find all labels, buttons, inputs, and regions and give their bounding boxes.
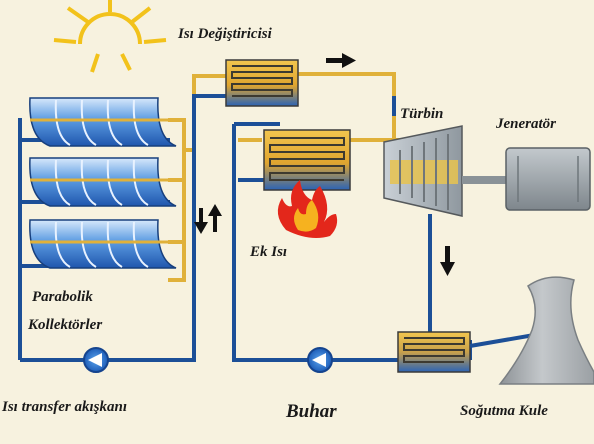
collectors-label-line-1: Parabolik [32,289,93,305]
turbine-shaft [462,176,508,184]
pump-icon-transfer-fluid [83,347,109,373]
flow-arrow-right-icon [326,53,356,68]
sun-icon [53,0,167,73]
collectors-label-line-2: Kollektörler [28,317,103,333]
extra-heat-label: Ek Isı [250,244,288,260]
condenser [397,331,471,373]
turbine-label: Türbin [400,106,444,122]
flow-arrow-down-icon [440,246,455,276]
heat-exchanger-label: Isı Değiştiricisi [178,26,272,42]
flame-icon [277,180,338,238]
cooling-tower [498,276,594,385]
steam-label: Buhar [286,401,337,422]
parabolic-collector-row-1 [29,97,177,147]
extra-heat-exchanger [263,129,351,191]
generator [505,147,591,211]
transfer-fluid-label: Isı transfer akışkanı [2,399,128,415]
parabolic-collector-row-3 [29,219,177,269]
heat-exchanger-top [225,59,299,107]
condenser-to-tower-pipe [469,332,541,348]
cooling-tower-label: Soğutma Kule [460,403,548,419]
pump-icon-steam [307,347,333,373]
turbine [383,125,463,217]
generator-label: Jeneratör [496,116,556,132]
flow-arrows-up-down-icon [194,204,222,234]
parabolic-collector-row-2 [29,157,177,207]
